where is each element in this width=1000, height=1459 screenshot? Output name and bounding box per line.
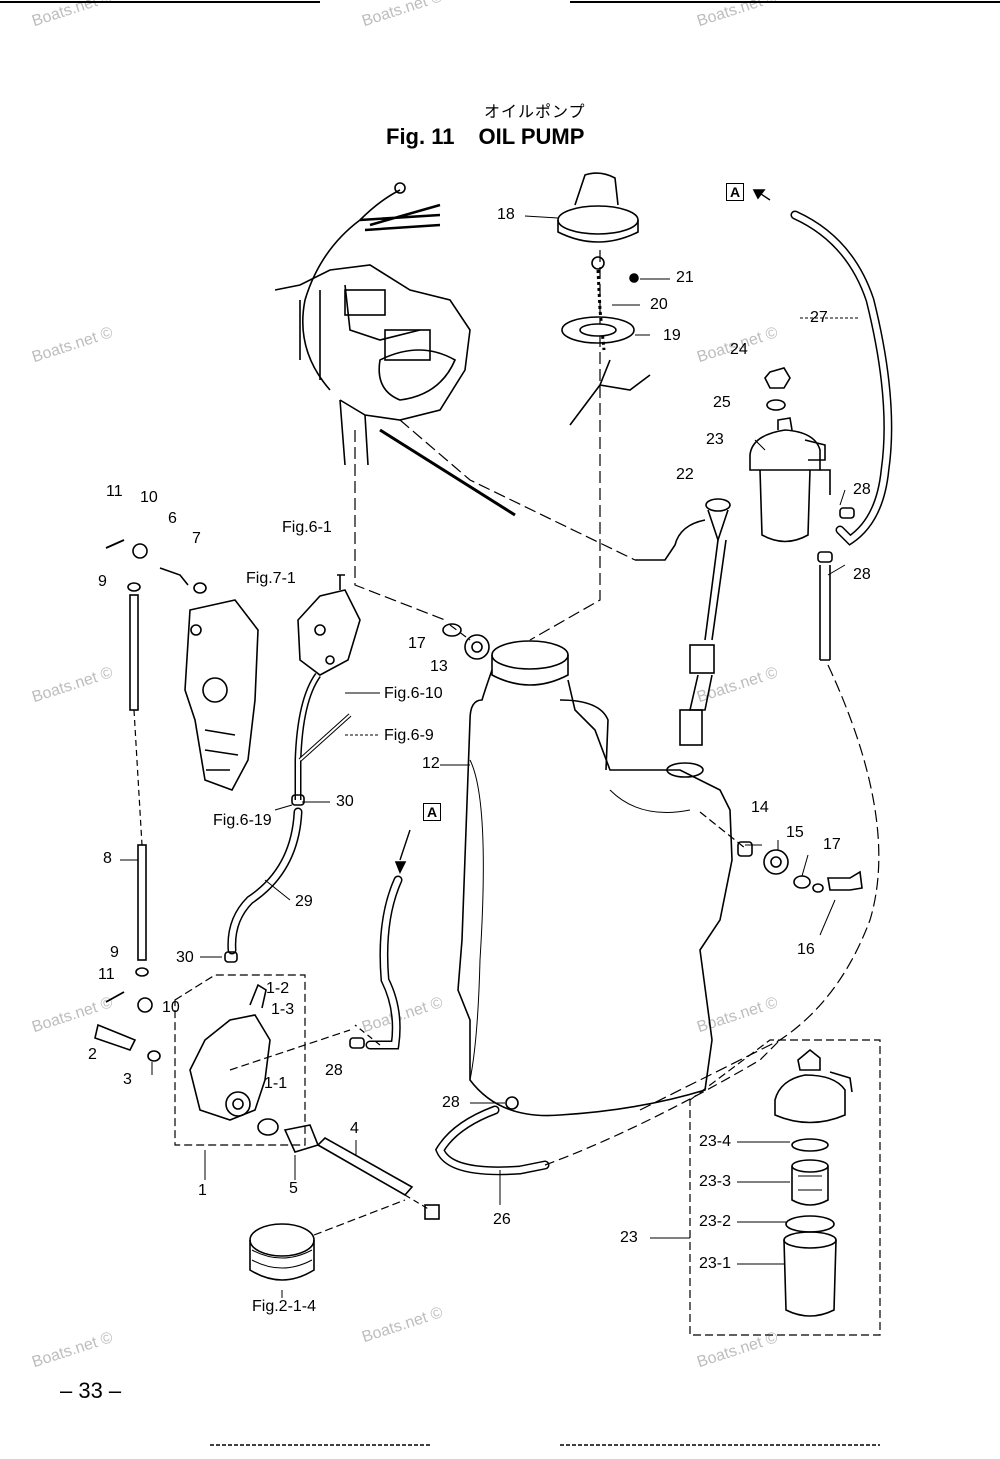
callout-15: 15 [786, 824, 804, 841]
callout-17: 17 [823, 836, 841, 853]
callout-21: 21 [676, 269, 694, 286]
connector-a-top: A [726, 183, 744, 201]
filler-cap-assembly [557, 172, 651, 426]
callout-13: 13 [430, 658, 448, 675]
callout-9: 9 [110, 944, 119, 961]
callout-28: 28 [853, 566, 871, 583]
callout-20: 20 [650, 296, 668, 313]
fuel-pump-sketch [297, 574, 361, 676]
figure-name: OIL PUMP [478, 124, 585, 149]
callout-26: 26 [493, 1211, 511, 1228]
callout-5: 5 [289, 1180, 298, 1197]
callout-30: 30 [336, 793, 354, 810]
callout-23: 23 [620, 1229, 638, 1246]
figure-title-japanese: オイルポンプ [484, 104, 586, 121]
callout-11: 11 [98, 966, 115, 983]
callout-10: 10 [162, 999, 180, 1016]
ref-fig2-1-4: Fig.2-1-4 [252, 1298, 317, 1315]
callout-28: 28 [853, 481, 871, 498]
callout-14: 14 [751, 799, 769, 816]
callout-25: 25 [713, 394, 731, 411]
callout-28: 28 [325, 1062, 343, 1079]
callout-30: 30 [176, 949, 194, 966]
callout-23-1: 23-1 [699, 1255, 732, 1272]
callout-7: 7 [192, 530, 201, 547]
callout-24: 24 [730, 341, 748, 358]
page-number: – 33 – [60, 1378, 122, 1403]
callout-12: 12 [422, 755, 440, 772]
callout-3: 3 [123, 1071, 132, 1088]
callout-29: 29 [295, 893, 313, 910]
callout-23-4: 23-4 [699, 1133, 732, 1150]
callout-17: 17 [408, 635, 426, 652]
callout-4: 4 [350, 1120, 359, 1137]
callout-6: 6 [168, 510, 177, 527]
callout-10: 10 [140, 489, 158, 506]
callout-23: 23 [706, 431, 724, 448]
callout-1-3: 1-3 [271, 1001, 295, 1018]
oil-tank [457, 640, 733, 1117]
callout-19: 19 [663, 327, 681, 344]
ref-fig6-1: Fig.6-1 [282, 519, 332, 536]
callout-23-3: 23-3 [699, 1173, 732, 1190]
callout-1-2: 1-2 [266, 980, 290, 997]
callout-22: 22 [676, 466, 694, 483]
connector-a-mid: A [423, 803, 441, 821]
callout-11: 11 [106, 483, 123, 500]
callout-8: 8 [103, 850, 112, 867]
ref-fig6-10: Fig.6-10 [384, 685, 443, 702]
figure-number: Fig. 11 [386, 124, 455, 149]
steering-bracket-sketch [184, 599, 259, 791]
callout-27: 27 [810, 309, 828, 326]
ref-fig6-9: Fig.6-9 [384, 727, 434, 744]
callout-2: 2 [88, 1046, 97, 1063]
callout-23-2: 23-2 [699, 1213, 732, 1230]
ref-fig6-19: Fig.6-19 [213, 812, 272, 829]
engine-block-sketch [274, 182, 516, 517]
callout-28: 28 [442, 1094, 460, 1111]
oil-filter-top [749, 367, 855, 661]
oil-filter-exploded [774, 1048, 853, 1317]
oil-pump-assembly [189, 983, 279, 1136]
callout-16: 16 [797, 941, 815, 958]
callout-18: 18 [497, 206, 515, 223]
figure-title: Fig. 11 OIL PUMP [386, 124, 584, 150]
oil-level-sender [635, 498, 731, 746]
callout-1: 1 [198, 1182, 207, 1199]
callout-1-1: 1-1 [264, 1075, 288, 1092]
callout-9: 9 [98, 573, 107, 590]
ref-fig7-1: Fig.7-1 [246, 570, 296, 587]
